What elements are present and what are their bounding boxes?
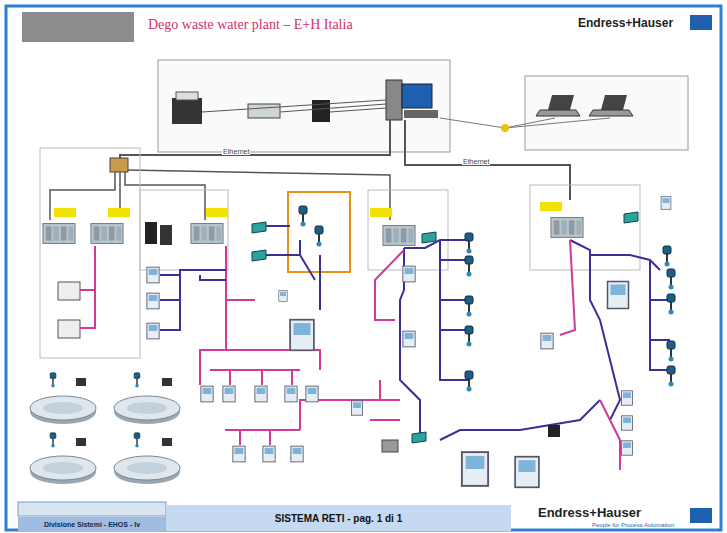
tagline: People for Process Automation [592,522,674,528]
network-label: Ethernet [462,158,490,165]
company-logo: Endress+Hauser [538,505,641,520]
network-label: Ethernet [222,148,250,155]
plant-title: Dego waste water plant – E+H Italia [148,17,353,33]
node-text: SISTEMA RETI - pag. 1 di 1 [275,513,402,524]
node-text: Divisione Sistemi - EHOS - Iv [44,521,140,528]
company-logo: Endress+Hauser [578,16,673,30]
division-box: Divisione Sistemi - EHOS - Iv [18,517,166,531]
footer-band: SISTEMA RETI - pag. 1 di 1 [166,505,511,531]
